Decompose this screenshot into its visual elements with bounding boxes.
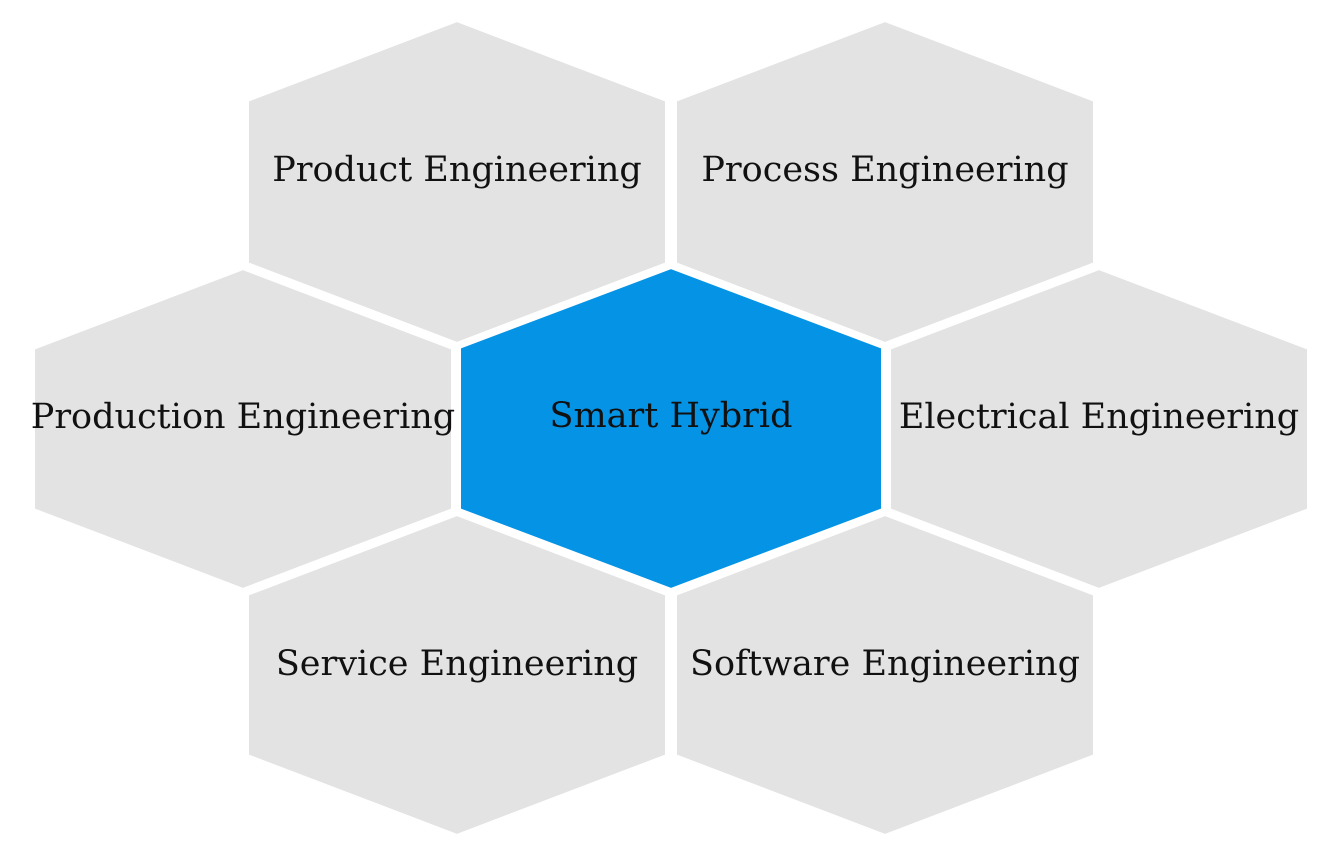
hex-product-engineering-shape (245, 17, 669, 347)
hex-service-engineering-shape (245, 511, 669, 839)
hex-software-engineering: Software Engineering (673, 511, 1097, 839)
hex-service-engineering: Service Engineering (245, 511, 669, 839)
hex-electrical-engineering-label: Electrical Engineering (899, 397, 1299, 437)
hex-production-engineering-label: Production Engineering (31, 397, 455, 437)
hex-process-engineering-shape (673, 17, 1097, 347)
hex-production-engineering: Production Engineering (31, 265, 455, 593)
hex-smart-hybrid-label: Smart Hybrid (550, 396, 793, 436)
hex-product-engineering-label: Product Engineering (272, 150, 642, 190)
hex-process-engineering: Process Engineering (673, 17, 1097, 347)
hex-electrical-engineering-shape (887, 265, 1311, 593)
hex-electrical-engineering: Electrical Engineering (887, 265, 1311, 593)
hex-product-engineering: Product Engineering (245, 17, 669, 347)
hex-production-engineering-shape (31, 265, 455, 593)
hex-software-engineering-shape (673, 511, 1097, 839)
hex-smart-hybrid: Smart Hybrid (457, 264, 885, 593)
hex-smart-hybrid-shape (457, 264, 885, 593)
hex-process-engineering-label: Process Engineering (701, 150, 1068, 190)
hex-software-engineering-label: Software Engineering (690, 644, 1080, 684)
hex-service-engineering-label: Service Engineering (276, 644, 638, 684)
